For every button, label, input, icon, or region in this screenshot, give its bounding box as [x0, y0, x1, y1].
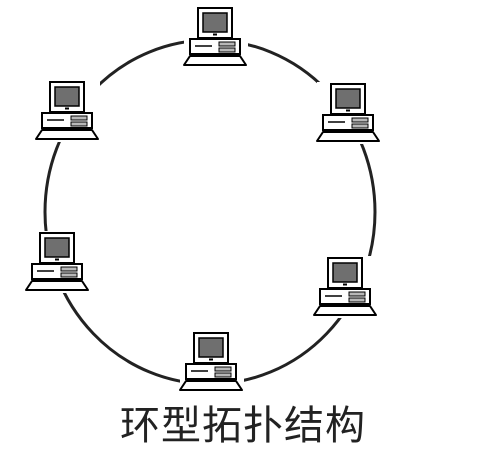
computer-top-icon: [183, 6, 248, 68]
computer-upper-right-icon: [316, 82, 381, 144]
computer-bottom-icon: [179, 331, 244, 393]
computer-lower-right-icon: [313, 256, 378, 318]
computer-upper-left-icon: [35, 80, 100, 142]
computer-lower-left-icon: [25, 231, 90, 293]
diagram-caption: 环型拓扑结构: [120, 403, 366, 449]
